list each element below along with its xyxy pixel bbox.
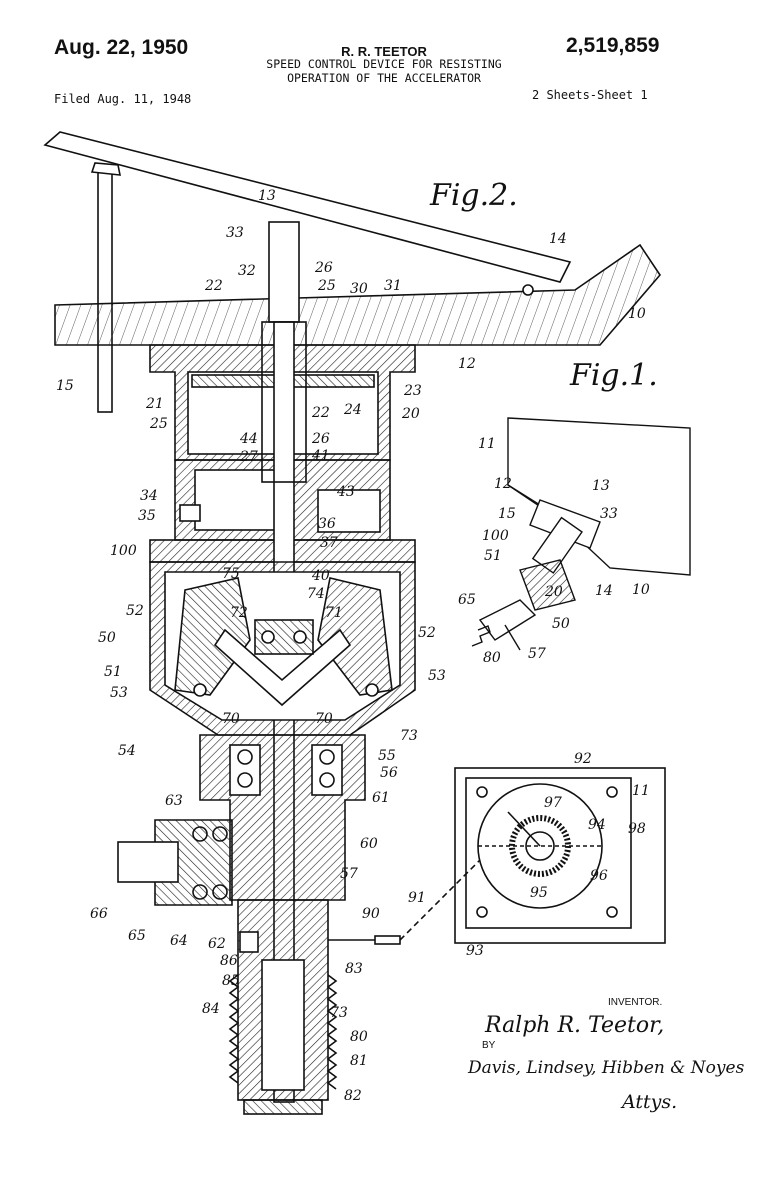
label-35: 35 [138,508,156,524]
label-73: 73 [400,728,418,744]
label-54: 54 [118,743,136,759]
label-83: 83 [345,961,363,977]
label-56: 56 [380,765,398,781]
label-44: 44 [239,431,258,447]
fig1-label-57: 57 [528,646,546,662]
attorneys-abbrev: Attys. [620,1091,677,1113]
figure-3-dial [400,768,665,943]
label-80: 80 [350,1029,368,1045]
label-34: 34 [140,488,158,504]
label-23: 23 [403,383,422,399]
label-24: 24 [343,402,362,418]
fig1-label-65: 65 [458,592,476,608]
fig1-label-10: 10 [632,582,650,598]
label-66: 66 [90,906,108,922]
label-52: 52 [126,603,144,619]
fig1-label-50: 50 [552,616,570,632]
label-55: 55 [378,748,396,764]
label-61: 61 [372,790,390,806]
plunger-33 [269,222,299,322]
fig3-label-96: 96 [590,868,608,884]
fig3-label-95: 95 [530,885,548,901]
attorneys-signature: Davis, Lindsey, Hibben & Noyes [467,1058,745,1078]
by-caption: BY [482,1040,496,1051]
label-31: 31 [384,278,402,294]
fig1-label-11: 11 [478,436,496,452]
label-25b: 25 [149,416,168,432]
fig3-label-92: 92 [574,751,592,767]
label-26b: 26 [311,431,330,447]
label-91: 91 [408,890,426,906]
label-86: 86 [220,953,238,969]
label-25: 25 [317,278,336,294]
label-81: 81 [350,1053,368,1069]
label-85: 85 [222,973,240,989]
label-70b: 70 [315,711,333,727]
label-65: 65 [128,928,146,944]
fig3-label-94: 94 [588,817,606,833]
inventor-caption: INVENTOR. [608,997,662,1008]
label-64: 64 [170,933,188,949]
figure-2-title: Fig.2. [429,178,518,213]
label-75: 75 [222,566,240,582]
label-22b: 22 [311,405,330,421]
label-62: 62 [208,936,226,952]
fig1-label-20: 20 [544,584,563,600]
label-82: 82 [344,1088,362,1104]
label-13: 13 [258,188,276,204]
label-60: 60 [360,836,378,852]
rod-15 [98,172,112,412]
signature-block: INVENTOR. Ralph R. Teetor, BY Davis, Lin… [467,997,745,1113]
label-84: 84 [202,1001,220,1017]
label-73b: 73 [330,1005,348,1021]
label-36: 36 [318,516,336,532]
label-100: 100 [110,543,137,559]
fig3-label-93: 93 [466,943,484,959]
fig3-label-11: 11 [632,783,650,799]
label-40: 40 [311,568,330,584]
fig1-label-33: 33 [600,506,618,522]
label-30: 30 [350,281,368,297]
fig3-label-98: 98 [628,821,646,837]
label-21: 21 [145,396,164,412]
label-32: 32 [238,263,256,279]
label-53b: 53 [428,668,446,684]
label-22: 22 [204,278,223,294]
label-50: 50 [98,630,116,646]
label-27: 27 [239,449,258,465]
label-71: 71 [325,605,343,621]
fig1-label-15: 15 [498,506,516,522]
label-63: 63 [165,793,183,809]
label-51: 51 [104,664,122,680]
fig1-label-80: 80 [483,650,501,666]
label-10: 10 [628,306,646,322]
label-52b: 52 [418,625,436,641]
label-90: 90 [362,906,380,922]
label-72: 72 [230,605,248,621]
label-74: 74 [307,586,325,602]
figure-1-title: Fig.1. [569,358,658,393]
label-53: 53 [110,685,128,701]
label-20: 20 [401,406,420,422]
label-12: 12 [458,356,476,372]
fig1-label-14: 14 [595,583,613,599]
label-14: 14 [549,231,567,247]
fig1-label-51: 51 [484,548,502,564]
fig3-label-97: 97 [544,795,562,811]
label-15: 15 [56,378,74,394]
label-33: 33 [226,225,244,241]
label-70: 70 [222,711,240,727]
label-43: 43 [336,484,355,500]
label-26: 26 [314,260,333,276]
label-37: 37 [320,535,338,551]
label-57: 57 [340,866,358,882]
fig1-label-100: 100 [482,528,509,544]
inventor-signature: Ralph R. Teetor, [484,1013,664,1038]
label-41: 41 [311,448,330,464]
fig1-label-12: 12 [494,476,512,492]
fig1-label-13: 13 [592,478,610,494]
